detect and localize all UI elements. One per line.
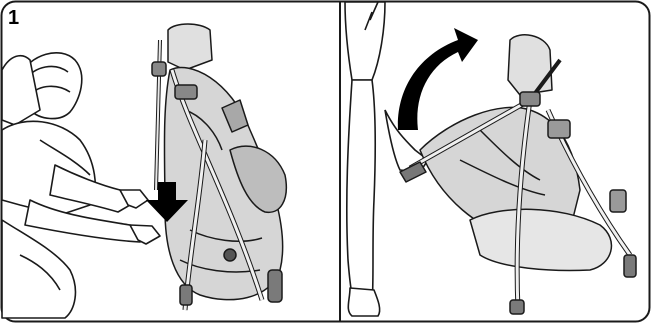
- step-number: 1: [8, 7, 19, 29]
